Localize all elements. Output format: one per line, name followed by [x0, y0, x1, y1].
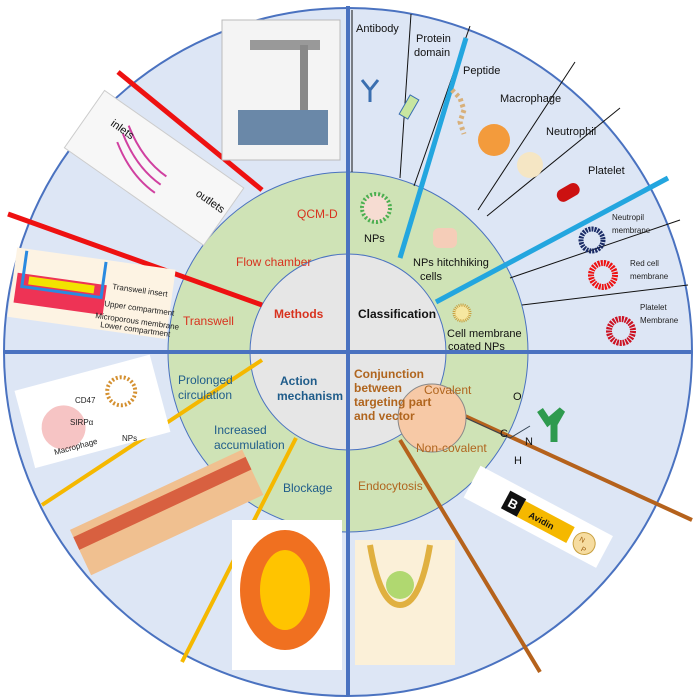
classification-separators-blue — [397, 37, 670, 305]
np-p: P — [579, 546, 587, 555]
methods-title: Methods — [274, 307, 324, 321]
prolonged-label-1: Prolonged — [178, 373, 233, 387]
neutrophil-icon — [517, 152, 543, 178]
antibody-green-icon — [537, 407, 566, 442]
endocytosis-label: Endocytosis — [358, 479, 423, 493]
action-title-2: mechanism — [277, 389, 343, 403]
cd47-image — [14, 354, 171, 469]
platelet-membrane-icon — [606, 316, 636, 346]
neutrophil-membrane-icon — [578, 226, 606, 254]
flow-chamber-image — [63, 89, 245, 246]
amide-n: N — [525, 436, 533, 448]
hitchhiking-label-1: NPs hitchhiking — [413, 257, 489, 269]
nps-small-label: NPs — [122, 434, 137, 443]
blockage-label: Blockage — [283, 481, 333, 495]
peptide-icon — [450, 88, 467, 135]
protein-domain-icon — [398, 94, 420, 120]
classification-title: Classification — [358, 307, 436, 321]
sirpa-label: SIRPα — [70, 418, 94, 427]
plat-mem-label-1: Platelet — [640, 303, 667, 312]
joint-image — [232, 520, 342, 670]
red-mem-label-2: membrane — [630, 272, 669, 281]
platelet-label: Platelet — [588, 165, 625, 177]
protein-label-2: domain — [414, 47, 450, 59]
coated-label-1: Cell membrane — [447, 328, 522, 340]
method-qcmd: QCM-D — [297, 207, 338, 221]
vessel-image — [69, 449, 264, 576]
nps-icon — [360, 192, 392, 224]
conjunction-title-2: between — [354, 381, 402, 395]
macrophage-icon — [478, 124, 510, 156]
increased-label-2: accumulation — [214, 438, 285, 452]
method-flow-chamber: Flow chamber — [236, 255, 311, 269]
antibody-label: Antibody — [356, 23, 399, 35]
amide-bond-image — [397, 383, 566, 453]
classification-separators — [351, 10, 689, 306]
np-n: N — [578, 536, 586, 545]
protein-label-1: Protein — [416, 33, 451, 45]
amide-h: H — [514, 455, 522, 467]
neutrophil-label: Neutrophil — [546, 126, 596, 138]
coated-label-2: coated NPs — [448, 341, 505, 353]
prolonged-label-2: circulation — [178, 388, 232, 402]
method-transwell: Transwell — [183, 314, 234, 328]
conjunction-title-3: targeting part — [354, 395, 431, 409]
methods-separators — [7, 70, 264, 308]
neut-mem-label-1: Neutropil — [612, 213, 644, 222]
increased-label-1: Increased — [214, 423, 267, 437]
action-title-1: Action — [280, 374, 317, 388]
conjunction-title-1: Conjunction — [354, 367, 424, 381]
hitchhiking-label-2: cells — [420, 271, 443, 283]
neut-mem-label-2: membrane — [612, 226, 651, 235]
conjunction-separators — [398, 398, 693, 674]
endocytosis-image — [355, 540, 455, 665]
macrophage-label: Macrophage — [500, 93, 561, 105]
noncovalent-label: Non-covalent — [416, 441, 487, 455]
hitchhiking-cell-icon — [433, 228, 457, 248]
avidin-biotin-image: B Avidin N P — [463, 465, 613, 568]
cd47-label: CD47 — [75, 396, 96, 405]
amide-c: C — [500, 428, 508, 440]
covalent-label: Covalent — [424, 383, 472, 397]
antibody-icon — [360, 79, 380, 102]
platelet-icon — [556, 183, 580, 202]
red-cell-membrane-icon — [588, 260, 618, 290]
amide-o: O — [513, 391, 522, 403]
qcmd-instrument-image — [221, 19, 341, 161]
transwell-image — [7, 247, 176, 340]
plat-mem-label-2: Membrane — [640, 316, 679, 325]
peptide-label: Peptide — [463, 65, 500, 77]
conjunction-title-4: and vector — [354, 409, 415, 423]
nps-label: NPs — [364, 233, 385, 245]
coated-np-icon — [452, 303, 472, 323]
red-mem-label-1: Red cell — [630, 259, 659, 268]
